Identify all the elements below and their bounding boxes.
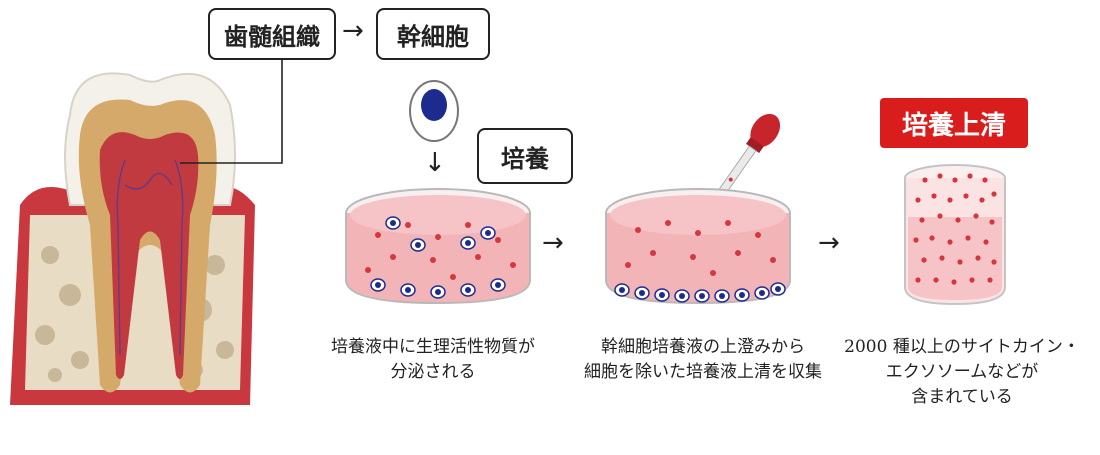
caption-step-1: 培養液中に生理活性物質が 分泌される <box>318 335 548 385</box>
caption-step-2-line-1: 幹細胞培養液の上澄みから <box>601 337 805 357</box>
caption-step-2: 幹細胞培養液の上澄みから 細胞を除いた培養液上清を収集 <box>568 335 838 385</box>
arrow-right-2: → <box>542 228 564 258</box>
caption-step-1-line-1: 培養液中に生理活性物質が <box>331 337 535 357</box>
caption-step-3: 2000 種以上のサイトカイン・ エクソソームなどが 含まれている <box>842 335 1082 410</box>
stem-cell-illustration <box>409 80 459 142</box>
caption-step-3-line-1: 2000 種以上のサイトカイン・ <box>844 337 1080 357</box>
caption-step-2-line-2: 細胞を除いた培養液上清を収集 <box>584 362 822 382</box>
arrow-right-3: → <box>818 228 840 258</box>
dental-pulp-tissue-label: 歯髄組織 <box>208 8 336 60</box>
culture-supernatant-label: 培養上清 <box>880 98 1028 148</box>
supernatant-glass <box>904 164 1006 306</box>
culture-label: 培養 <box>477 128 573 184</box>
arrow-down: ↓ <box>424 148 446 178</box>
culture-dish-1 <box>345 188 531 305</box>
stem-cell-label: 幹細胞 <box>376 8 490 60</box>
caption-step-3-line-3: 含まれている <box>911 387 1013 407</box>
caption-step-1-line-2: 分泌される <box>390 362 476 382</box>
tooth-illustration <box>10 33 283 405</box>
caption-step-3-line-2: エクソソームなどが <box>885 362 1039 382</box>
culture-dish-2 <box>605 113 791 305</box>
arrow-right-1: → <box>342 16 364 46</box>
